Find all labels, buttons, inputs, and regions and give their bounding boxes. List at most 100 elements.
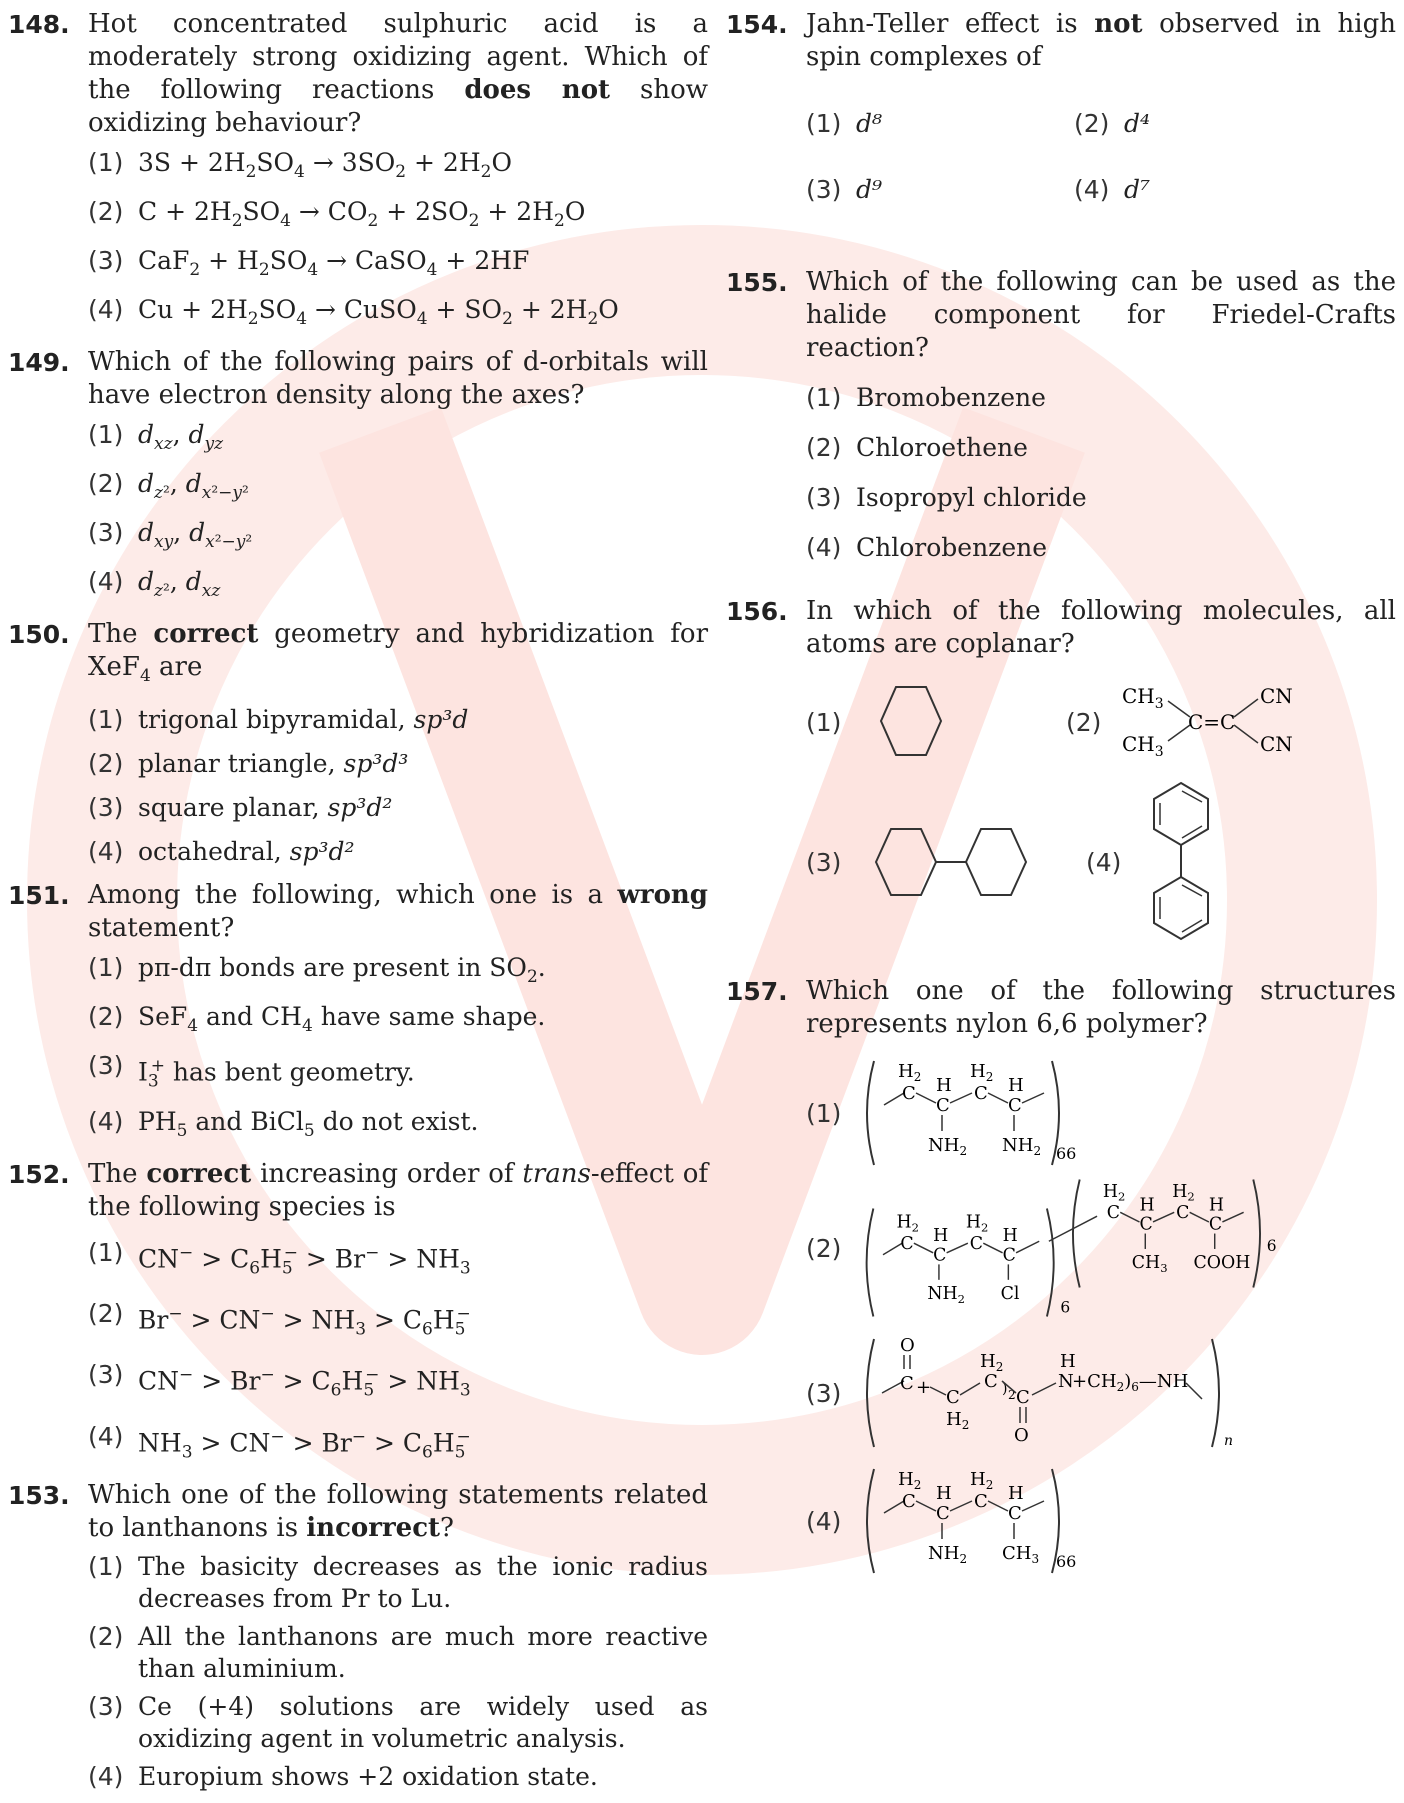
option-3: (3)d⁹	[806, 174, 883, 204]
dicyano-dimethyl-ethene-structure: CH3 CH3 C=C CN CN	[1122, 684, 1293, 760]
option-2: (2)Chloroethene	[806, 433, 1028, 462]
svg-text:C: C	[900, 1373, 914, 1394]
option-1: (1)trigonal bipyramidal, sp³d	[88, 705, 469, 735]
option-4: (4) H2 C H C NH2 H2 C H C CH3	[806, 1461, 1396, 1581]
svg-text:C: C	[970, 1234, 983, 1254]
question-text: Which of the following pairs of d-orbita…	[88, 347, 708, 410]
options-grid: (1)d⁸ (2)d⁴ (3)d⁹ (4)d⁷	[806, 90, 1396, 222]
option-1: (1)Bromobenzene	[806, 383, 1046, 412]
svg-text:C: C	[1016, 1387, 1030, 1408]
question-number: 156.	[726, 597, 788, 626]
svg-text:C: C	[936, 1503, 950, 1524]
svg-text:C=C: C=C	[1188, 710, 1235, 734]
svg-text:C: C	[902, 1083, 916, 1104]
question-number: 148.	[8, 10, 70, 39]
svg-text:C: C	[1008, 1095, 1022, 1116]
option-4: (4)PH5 and BiCl5 do not exist.	[88, 1106, 479, 1141]
svg-text:C: C	[902, 1491, 916, 1512]
option-3: (3)Isopropyl chloride	[806, 483, 1087, 512]
svg-text:CH3: CH3	[1122, 732, 1164, 760]
svg-text:NH2: NH2	[928, 1135, 967, 1158]
option-1: (1)The basicity decreases as the ionic r…	[88, 1551, 708, 1613]
polymer-structure-1: H2 C H C NH2 H2 C H C NH2 66	[866, 1060, 1076, 1166]
option-3: (3)dxy, dx²−y²	[88, 518, 253, 552]
svg-text:H2: H2	[970, 1061, 993, 1084]
svg-text:C: C	[984, 1371, 998, 1392]
question-text: Which one of the following statements re…	[88, 1479, 708, 1543]
svg-text:O: O	[900, 1335, 915, 1356]
biphenyl-structure	[1153, 781, 1209, 941]
question-157: 157. Which one of the following structur…	[726, 975, 1396, 1581]
svg-text:C: C	[974, 1083, 988, 1104]
option-3: (3)CN− > Br− > C6H5− > NH3	[88, 1360, 471, 1401]
svg-text:H2: H2	[970, 1469, 993, 1492]
svg-text:CH3: CH3	[1122, 684, 1164, 712]
question-number: 152.	[8, 1159, 70, 1189]
svg-text:NH2: NH2	[928, 1543, 967, 1566]
svg-text:H2: H2	[898, 1469, 921, 1492]
svg-text:2: 2	[1008, 1388, 1016, 1402]
svg-text:H: H	[936, 1075, 952, 1096]
question-153: 153. Which one of the following statemen…	[8, 1479, 708, 1793]
svg-text:6: 6	[1060, 1299, 1070, 1317]
svg-text:H2: H2	[1103, 1182, 1125, 1204]
option-2: (2)C + 2H2SO4 → CO2 + 2SO2 + 2H2O	[88, 197, 586, 231]
option-1: (1)3S + 2H2SO4 → 3SO2 + 2H2O	[88, 148, 512, 182]
svg-text:H: H	[1140, 1195, 1155, 1215]
option-2: (2)planar triangle, sp³d³	[88, 749, 409, 779]
svg-text:CH3: CH3	[1002, 1543, 1039, 1566]
question-number: 154.	[726, 10, 788, 39]
option-row-1-2: (1) (2) CH3 CH3 C=C CN CN	[806, 677, 1396, 767]
svg-text:CN: CN	[1260, 732, 1293, 756]
option-2: (2)SeF4 and CH4 have same shape.	[88, 1002, 546, 1037]
svg-text:C: C	[974, 1491, 988, 1512]
svg-text:NH2: NH2	[1002, 1135, 1041, 1158]
question-text: The correct increasing order of trans-ef…	[88, 1158, 708, 1222]
question-text: Hot concentrated sulphuric acid is a mod…	[88, 9, 708, 138]
question-number: 150.	[8, 620, 70, 649]
question-text: Which one of the following structures re…	[806, 976, 1396, 1039]
svg-text:C: C	[1008, 1503, 1022, 1524]
svg-text:H2: H2	[946, 1409, 969, 1432]
option-1: (1)CN− > C6H5− > Br− > NH3	[88, 1237, 471, 1278]
svg-text:+: +	[916, 1377, 931, 1398]
option-4: (4)d⁷	[1074, 174, 1151, 204]
svg-text:C: C	[946, 1387, 960, 1408]
svg-text:C: C	[1209, 1215, 1222, 1235]
question-number: 157.	[726, 977, 788, 1006]
question-149: 149. Which of the following pairs of d-o…	[8, 346, 708, 608]
option-3: (3)Ce (+4) solutions are widely used as …	[88, 1691, 708, 1753]
svg-text:Cl: Cl	[1001, 1284, 1020, 1304]
option-4: (4)Europium shows +2 oxidation state.	[88, 1761, 598, 1791]
question-154: 154. Jahn-Teller effect is not observed …	[726, 8, 1396, 222]
option-4: (4)dz², dxz	[88, 567, 221, 601]
question-text: Jahn-Teller effect is not observed in hi…	[806, 9, 1397, 72]
question-text: The correct geometry and hybridization f…	[88, 619, 708, 687]
svg-text:C: C	[1003, 1246, 1016, 1266]
option-1: (1)d⁸	[806, 108, 883, 138]
svg-text:6: 6	[1267, 1237, 1277, 1255]
option-1: (1)pπ-dπ bonds are present in SO2.	[88, 953, 546, 988]
left-column: 148. Hot concentrated sulphuric acid is …	[8, 8, 708, 1803]
watermark-logo	[27, 225, 1377, 1575]
question-text: Which of the following can be used as th…	[806, 267, 1396, 363]
option-2: (2)Br− > CN− > NH3 > C6H5−	[88, 1298, 471, 1340]
svg-text:O: O	[1014, 1425, 1029, 1446]
svg-text:C: C	[900, 1234, 913, 1254]
question-number: 155.	[726, 268, 788, 297]
question-151: 151. Among the following, which one is a…	[8, 879, 708, 1147]
option-4: (4)Cu + 2H2SO4 → CuSO4 + SO2 + 2H2O	[88, 295, 619, 329]
svg-text:C: C	[1140, 1215, 1153, 1235]
svg-text:H: H	[1003, 1226, 1018, 1246]
svg-text:H: H	[1060, 1351, 1076, 1372]
option-3: (3)I3+ has bent geometry.	[88, 1051, 415, 1092]
option-3: (3)square planar, sp³d²	[88, 793, 393, 823]
svg-text:): )	[1002, 1381, 1007, 1397]
question-156: 156. In which of the following molecules…	[726, 595, 1396, 947]
svg-text:H2: H2	[966, 1213, 988, 1235]
svg-text:C: C	[1176, 1203, 1189, 1223]
option-2: (2)d⁴	[1074, 108, 1151, 138]
svg-text:H: H	[1209, 1195, 1224, 1215]
svg-text:NH2: NH2	[927, 1284, 965, 1306]
option-1: (1) H2 C H C NH2 H2 C H C NH2	[806, 1053, 1396, 1173]
